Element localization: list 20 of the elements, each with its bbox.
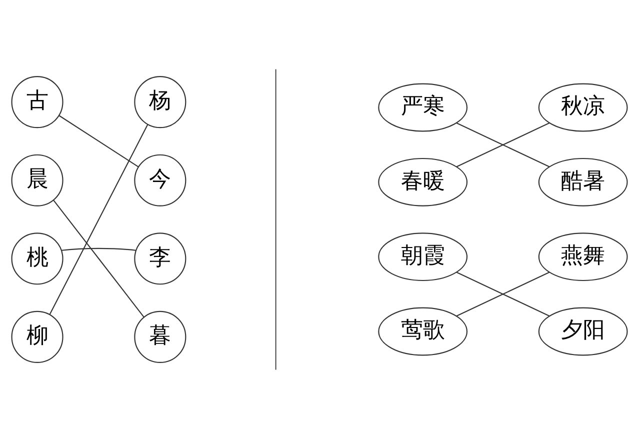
node-circle: 暮: [134, 310, 186, 363]
node-circle: 晨: [11, 154, 64, 206]
node-ellipse: 夕阳: [538, 307, 628, 356]
node-circle: 柳: [11, 310, 64, 363]
node-ellipse: 严寒: [378, 83, 468, 132]
node-circle: 杨: [134, 76, 186, 128]
node-circle: 古: [11, 76, 64, 128]
node-ellipse: 酷暑: [538, 158, 628, 206]
node-ellipse: 莺歌: [378, 307, 468, 356]
connector: [53, 200, 144, 318]
node-circle: 李: [134, 232, 186, 285]
node-ellipse: 燕舞: [538, 232, 628, 282]
connector: [61, 248, 136, 251]
node-ellipse: 秋凉: [538, 83, 628, 132]
node-ellipse: 朝霞: [378, 232, 468, 282]
node-circle: 桃: [11, 232, 64, 285]
connector: [58, 115, 139, 168]
connector: [49, 124, 148, 315]
node-circle: 今: [134, 154, 186, 206]
node-ellipse: 春暖: [378, 158, 468, 206]
